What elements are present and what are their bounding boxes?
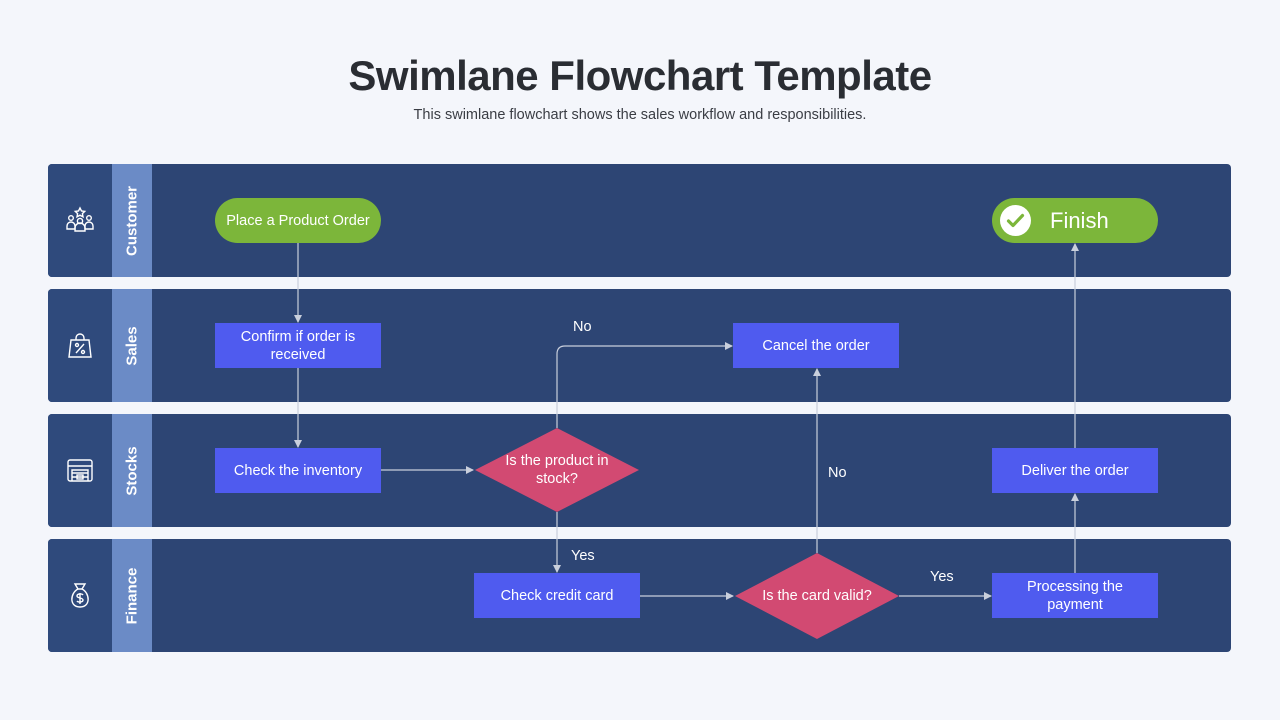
edge-label-stock-no: No <box>573 319 592 335</box>
shopping-bag-percent-icon <box>68 333 92 358</box>
lane-label-cell: Customer <box>112 164 152 277</box>
decision-in-stock-shape <box>475 428 639 512</box>
people-icon <box>66 206 94 232</box>
node-finish: Finish <box>992 198 1158 243</box>
lane-icon-cell <box>48 289 112 402</box>
lane-icon-cell <box>48 414 112 527</box>
connector-stock-no-to-cancel <box>556 342 733 428</box>
check-icon <box>1000 205 1031 236</box>
page-subtitle: This swimlane flowchart shows the sales … <box>413 107 867 123</box>
warehouse-icon <box>67 459 93 482</box>
decision-card-valid-shape <box>735 553 899 639</box>
lane-label-cell: Stocks <box>112 414 152 527</box>
edge-label-stock-yes: Yes <box>571 548 595 564</box>
node-confirm-order: Confirm if order is received <box>215 323 381 368</box>
node-card-valid: Is the card valid? <box>762 588 872 604</box>
edge-label-card-yes: Yes <box>930 569 954 585</box>
finish-label: Finish <box>1050 207 1109 233</box>
lane-icon-cell <box>48 164 112 277</box>
node-place-order: Place a Product Order <box>215 198 381 243</box>
lane-icon-cell <box>48 539 112 652</box>
money-bag-icon <box>71 583 89 608</box>
lane-label-cell: Sales <box>112 289 152 402</box>
lane-label-cell: Finance <box>112 539 152 652</box>
node-processing-payment: Processing the payment <box>992 573 1158 618</box>
edge-label-card-no: No <box>828 465 847 481</box>
node-check-card: Check credit card <box>474 573 640 618</box>
node-cancel-order: Cancel the order <box>733 323 899 368</box>
node-deliver-order: Deliver the order <box>992 448 1158 493</box>
page-title: Swimlane Flowchart Template <box>348 52 932 99</box>
node-check-inventory: Check the inventory <box>215 448 381 493</box>
node-in-stock: Is the product in stock? <box>505 453 609 487</box>
